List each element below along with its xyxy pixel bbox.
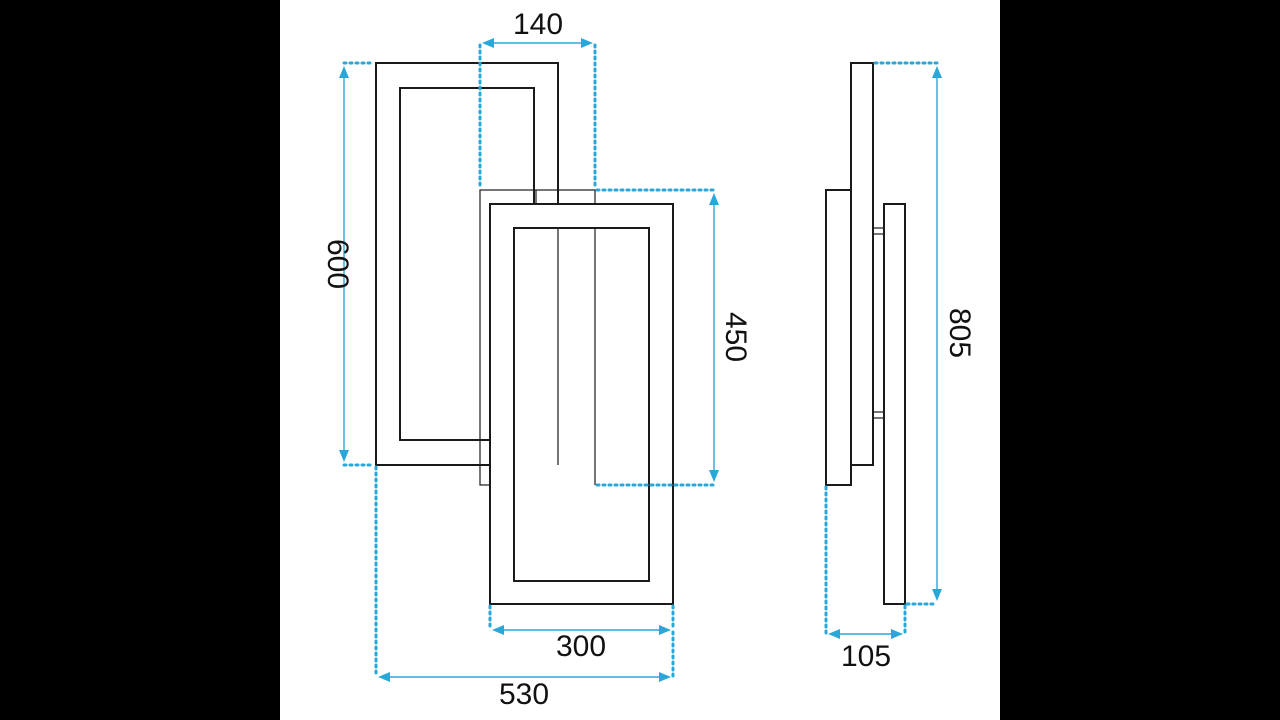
side-view — [825, 62, 906, 605]
dimension-side-height: 805 — [873, 61, 976, 606]
right-frame-outer — [489, 203, 674, 605]
drawing-canvas: 140 600 450 300 530 — [280, 0, 1000, 720]
technical-drawing: 140 600 450 300 530 — [321, 8, 976, 711]
total-width-label: 530 — [499, 678, 549, 711]
dimension-inner-width: 300 — [488, 604, 675, 663]
left-height-label: 600 — [321, 239, 354, 289]
side-connector-bottom — [872, 411, 885, 419]
side-plate-middle — [825, 189, 852, 486]
top-width-label: 140 — [513, 8, 563, 41]
dimension-left-height: 600 — [321, 61, 376, 467]
right-frame-inner — [513, 227, 650, 582]
side-height-label: 805 — [943, 308, 976, 358]
side-plate-front — [883, 203, 906, 605]
dimension-right-height: 450 — [595, 188, 752, 487]
side-plate-back — [850, 62, 874, 466]
right-height-label: 450 — [719, 312, 752, 362]
dimension-total-width: 530 — [374, 465, 675, 711]
dimension-side-depth: 105 — [824, 485, 907, 673]
side-connector-top — [872, 227, 885, 235]
inner-width-label: 300 — [556, 630, 606, 663]
side-depth-label: 105 — [841, 640, 891, 673]
dimension-top-width: 140 — [478, 8, 597, 190]
front-view — [375, 62, 674, 605]
